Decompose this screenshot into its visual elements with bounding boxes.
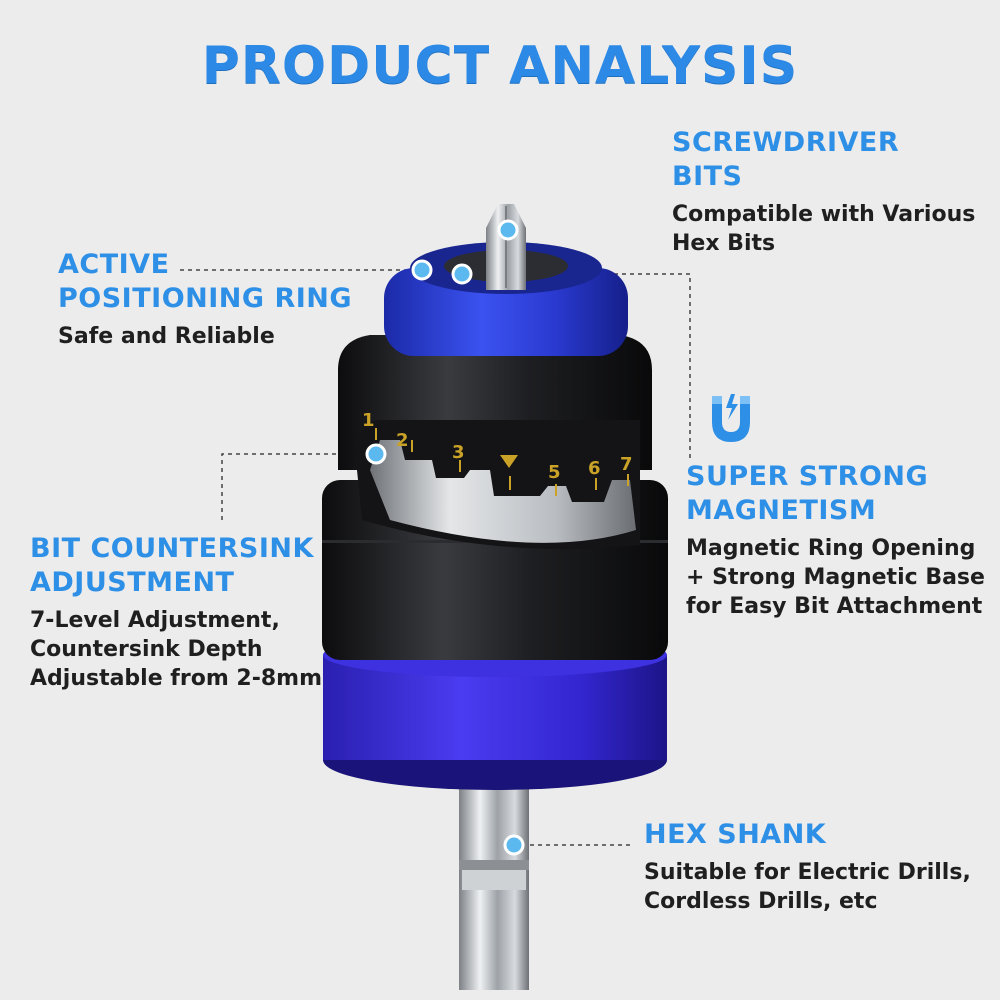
scale-number: 2: [396, 430, 409, 451]
description-line: Cordless Drills, etc: [644, 889, 878, 914]
heading-line: SCREWDRIVER: [672, 127, 900, 158]
feature-magnetism: SUPER STRONG MAGNETISM Magnetic Ring Ope…: [686, 460, 985, 621]
description-line: for Easy Bit Attachment: [686, 594, 983, 619]
magnet-icon: [712, 394, 750, 442]
heading-line: HEX SHANK: [644, 819, 827, 850]
feature-description: Compatible with Various Hex Bits: [672, 200, 975, 258]
description-line: Adjustable from 2-8mm: [30, 666, 323, 691]
description-line: 7-Level Adjustment,: [30, 608, 280, 633]
heading-line: BIT COUNTERSINK: [30, 533, 314, 564]
page-title: PRODUCT ANALYSIS: [201, 36, 799, 96]
marker-countersink: [365, 443, 387, 465]
description-line: Hex Bits: [672, 231, 776, 256]
description-line: Suitable for Electric Drills,: [644, 860, 971, 885]
feature-description: Safe and Reliable: [58, 322, 352, 351]
feature-description: Magnetic Ring Opening + Strong Magnetic …: [686, 534, 985, 621]
hex-shank: [459, 785, 529, 990]
description-line: Compatible with Various: [672, 202, 976, 227]
heading-line: ADJUSTMENT: [30, 567, 235, 598]
feature-positioning-ring: ACTIVE POSITIONING RING Safe and Reliabl…: [58, 248, 352, 351]
screwdriver-bit: [486, 204, 526, 290]
heading-line: BITS: [672, 161, 743, 192]
feature-heading: SUPER STRONG MAGNETISM: [686, 460, 985, 528]
feature-heading: ACTIVE POSITIONING RING: [58, 248, 352, 316]
scale-number: 7: [620, 454, 633, 475]
description-line: Countersink Depth: [30, 637, 263, 662]
adjustment-window: [356, 420, 640, 550]
leader-line-countersink: [221, 453, 376, 520]
scale-pointer-icon: [500, 455, 518, 468]
heading-line: MAGNETISM: [686, 495, 877, 526]
feature-screwdriver-bits: SCREWDRIVER BITS Compatible with Various…: [672, 126, 975, 258]
callout-markers: [365, 219, 525, 856]
scale-number: 5: [548, 462, 561, 483]
scale-number: 3: [452, 442, 465, 463]
description-line: Magnetic Ring Opening: [686, 536, 976, 561]
feature-description: Suitable for Electric Drills, Cordless D…: [644, 858, 971, 916]
marker-magnetism: [451, 263, 473, 285]
marker-positioning-ring: [411, 259, 433, 281]
description-line: + Strong Magnetic Base: [686, 565, 985, 590]
scale-numbers: 1 2 3 5 6 7: [362, 410, 633, 483]
heading-line: POSITIONING RING: [58, 283, 353, 314]
heading-line: ACTIVE: [58, 249, 170, 280]
scale-number: 1: [362, 410, 375, 431]
marker-screwdriver-bits: [497, 219, 519, 241]
heading-line: SUPER STRONG: [686, 461, 929, 492]
scale-ticks: [375, 428, 629, 496]
marker-hex-shank: [503, 834, 525, 856]
description-line: Safe and Reliable: [58, 324, 275, 349]
scale-number: 6: [588, 458, 601, 479]
feature-hex-shank: HEX SHANK Suitable for Electric Drills, …: [644, 818, 971, 916]
feature-heading: SCREWDRIVER BITS: [672, 126, 975, 194]
feature-heading: BIT COUNTERSINK ADJUSTMENT: [30, 532, 322, 600]
feature-heading: HEX SHANK: [644, 818, 971, 852]
feature-description: 7-Level Adjustment, Countersink Depth Ad…: [30, 606, 322, 693]
feature-countersink: BIT COUNTERSINK ADJUSTMENT 7-Level Adjus…: [30, 532, 322, 693]
